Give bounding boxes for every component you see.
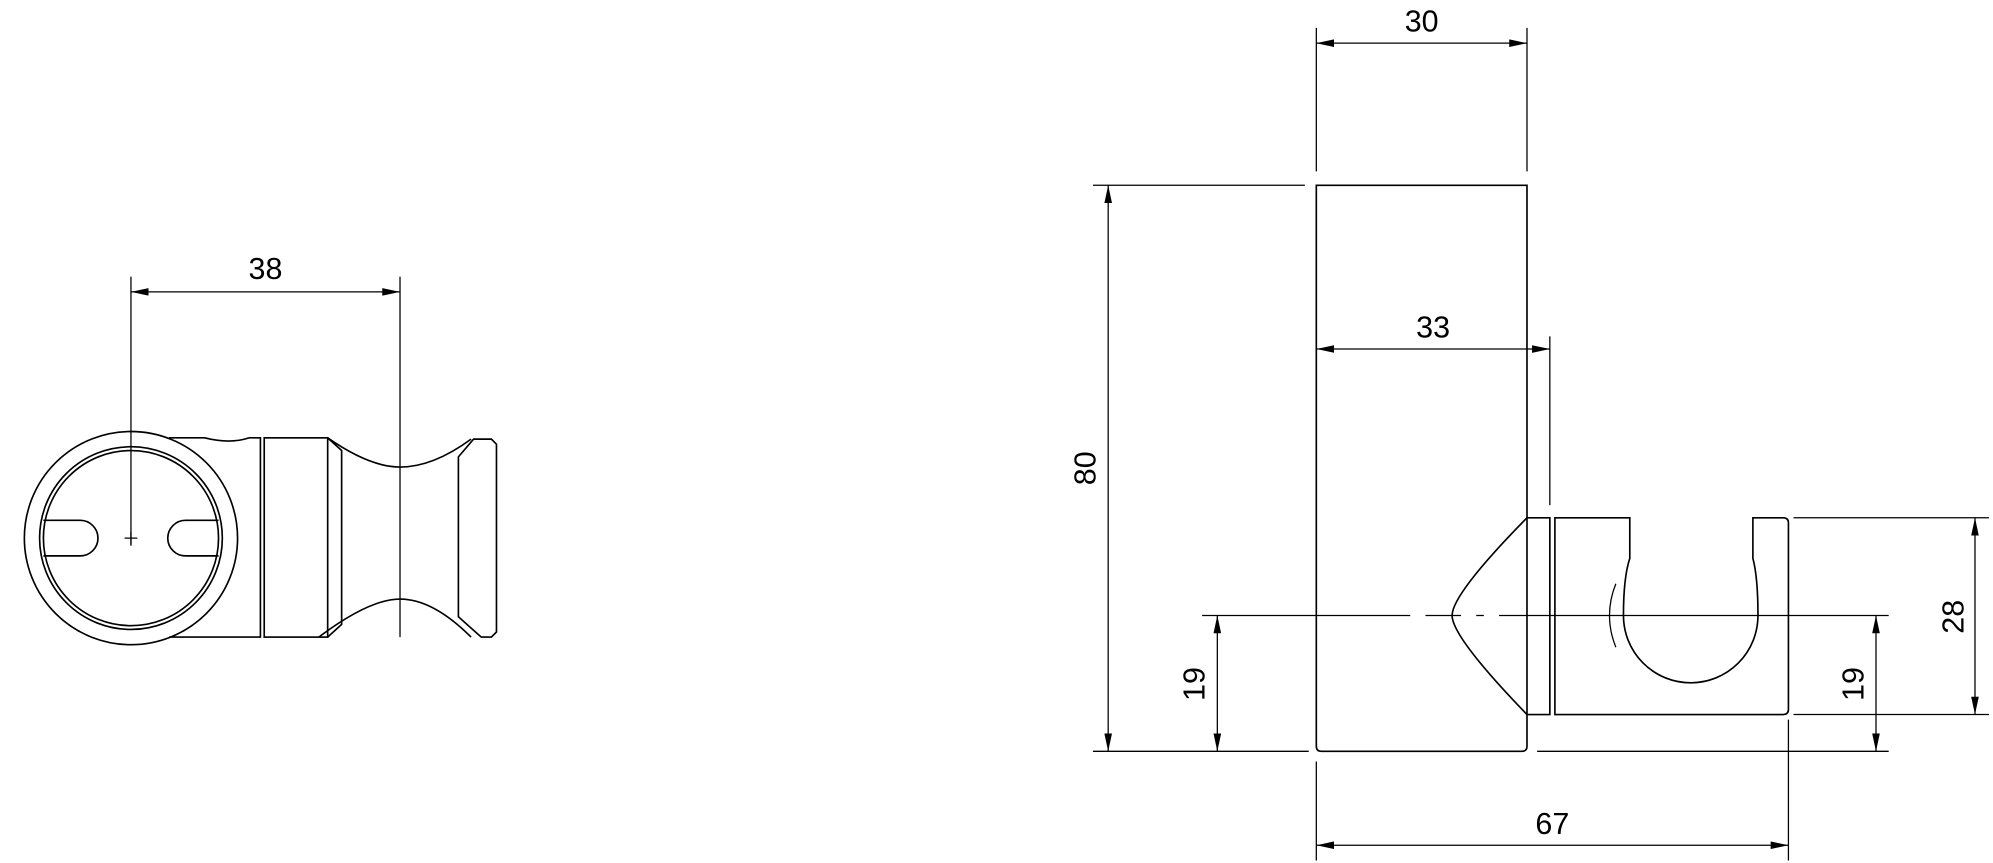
dimension-80: 80 [1068, 451, 1102, 485]
dimension-38: 38 [249, 252, 283, 286]
side-view: 30 33 80 19 28 19 67 [1068, 5, 1989, 861]
dimension-33: 33 [1416, 311, 1450, 345]
dimension-19-left: 19 [1178, 667, 1212, 701]
dimension-19-right: 19 [1836, 667, 1870, 701]
dimension-28: 28 [1937, 600, 1971, 634]
front-view: 38 [23, 252, 498, 646]
dimension-30: 30 [1405, 5, 1439, 39]
dimension-67: 67 [1535, 807, 1569, 841]
